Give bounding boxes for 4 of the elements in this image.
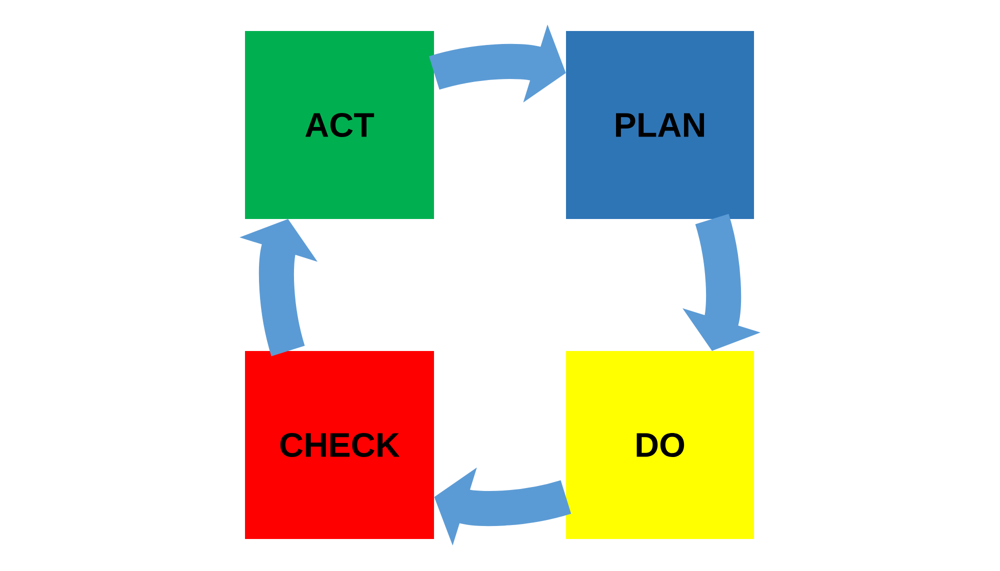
process-box: ACT: [245, 31, 434, 219]
process-box: CHECK: [245, 351, 434, 539]
process-box: DO: [566, 351, 754, 539]
process-box: PLAN: [566, 31, 754, 219]
